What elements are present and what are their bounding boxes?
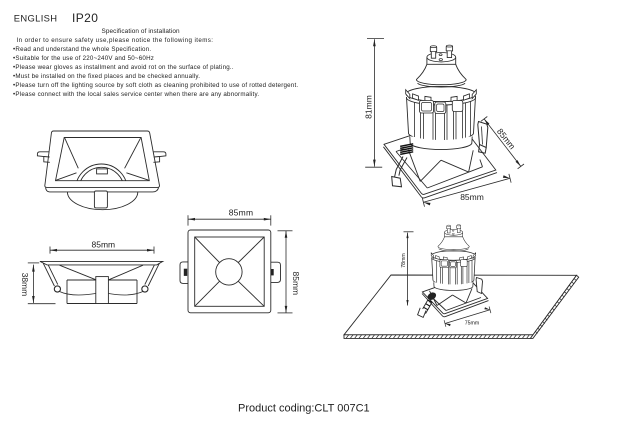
svg-text:•Read and understand the whole: •Read and understand the whole Specifica… [13, 46, 151, 53]
svg-text:75mm: 75mm [465, 321, 479, 327]
svg-text:•Suitable for the use of 220~2: •Suitable for the use of 220~240V and 50… [13, 55, 154, 62]
svg-text:Specification of installation: Specification of installation [102, 28, 181, 35]
svg-text:•Must be installed on the fixe: •Must be installed on the fixed places a… [13, 73, 200, 80]
svg-text:•Please turn off the lighting: •Please turn off the lighting source by … [13, 82, 298, 89]
svg-text:78mm: 78mm [401, 253, 407, 267]
svg-text:•Please connect with the local: •Please connect with the local sales ser… [13, 91, 259, 98]
svg-text:Product coding:CLT 007C1: Product coding:CLT 007C1 [238, 403, 370, 415]
svg-text:38mm: 38mm [20, 273, 30, 297]
svg-text:85mm: 85mm [229, 208, 254, 218]
svg-text:•Please wear gloves as install: •Please wear gloves as installment and a… [13, 64, 234, 71]
svg-text:81mm: 81mm [364, 95, 374, 119]
svg-text:85mm: 85mm [460, 192, 484, 202]
svg-text:85mm: 85mm [91, 239, 115, 249]
svg-text:In order to ensure safety use,: In order to ensure safety use,please not… [17, 37, 214, 44]
svg-text:ENGLISH: ENGLISH [14, 13, 58, 24]
svg-text:85mm: 85mm [291, 271, 301, 295]
svg-text:IP20: IP20 [72, 11, 98, 25]
